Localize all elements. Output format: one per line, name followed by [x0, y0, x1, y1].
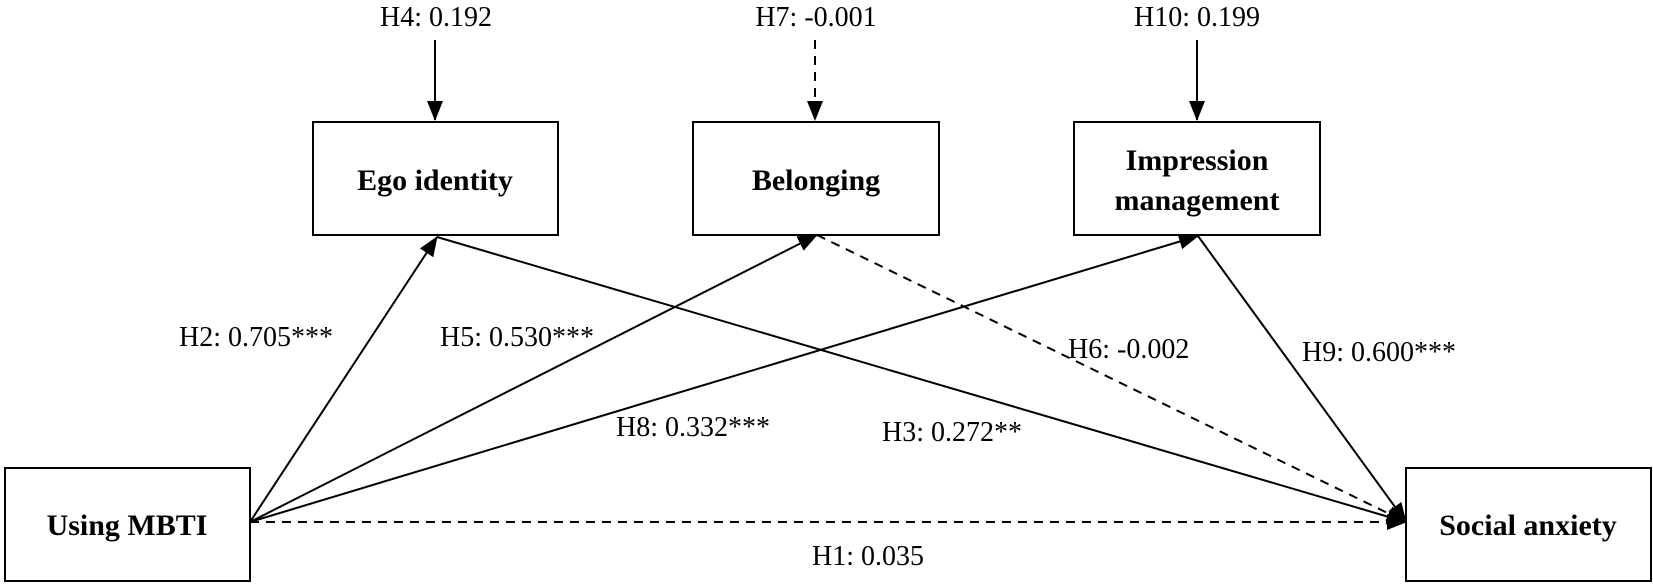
node-using-mbti-label: Using MBTI	[47, 509, 208, 542]
node-social-anxiety: Social anxiety	[1405, 467, 1652, 582]
h6-arrow	[816, 234, 1407, 523]
node-impression-management: Impression management	[1073, 121, 1321, 236]
h2-arrow	[249, 236, 438, 523]
h5-arrow	[249, 234, 818, 523]
node-belonging-label: Belonging	[752, 164, 880, 197]
h3-arrow	[436, 236, 1407, 525]
h8-label: H8: 0.332***	[616, 412, 770, 443]
h2-label: H2: 0.705***	[179, 322, 333, 353]
node-belonging: Belonging	[692, 121, 940, 236]
node-social-anxiety-label: Social anxiety	[1439, 509, 1617, 542]
h4-label: H4: 0.192	[380, 2, 492, 33]
node-ego-identity: Ego identity	[312, 121, 559, 236]
node-impression-management-label-line1: Impression	[1126, 144, 1269, 177]
h1-label: H1: 0.035	[812, 541, 924, 572]
node-using-mbti: Using MBTI	[4, 467, 251, 582]
h9-label: H9: 0.600***	[1302, 337, 1456, 368]
h7-label: H7: -0.001	[755, 2, 876, 33]
node-impression-management-label-line2: management	[1115, 184, 1280, 217]
h5-label: H5: 0.530***	[440, 322, 594, 353]
h9-arrow	[1197, 235, 1407, 523]
h6-label: H6: -0.002	[1068, 334, 1189, 365]
h8-arrow	[249, 233, 1199, 523]
h10-label: H10: 0.199	[1134, 2, 1260, 33]
h3-label: H3: 0.272**	[882, 417, 1022, 448]
node-ego-identity-label: Ego identity	[357, 164, 513, 197]
